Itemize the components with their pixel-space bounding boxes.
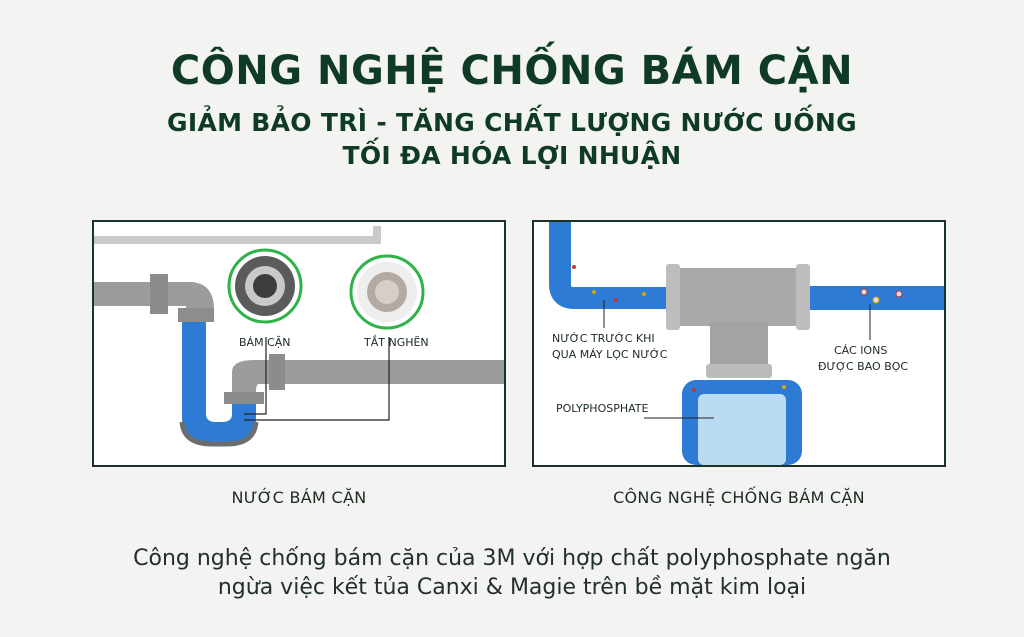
u-trap-water — [182, 322, 256, 444]
page-subtitle-line2: TỐI ĐA HÓA LỢI NHUẬN — [342, 141, 682, 170]
anti-scale-pipe-illustration: NƯỚC TRƯỚC KHI QUA MÁY LỌC NƯỚC CÁC IONS… — [549, 222, 944, 465]
ions-label-line1: CÁC IONS — [834, 344, 887, 357]
polyphosphate-media — [698, 394, 786, 465]
inlet-pipe — [94, 282, 194, 306]
water-before-label-line1: NƯỚC TRƯỚC KHI — [552, 332, 655, 345]
blue-pipe-inlet — [549, 222, 674, 309]
description-line1: Công nghệ chống bám cặn của 3M với hợp c… — [133, 546, 891, 571]
scale-label: BÁM CẶN — [239, 336, 291, 349]
clog-label: TẮT NGHẼN — [363, 335, 429, 349]
left-panel-caption: NƯỚC BÁM CẶN — [231, 488, 367, 507]
clog-ring — [349, 254, 425, 330]
water-before-label-line2: QUA MÁY LỌC NƯỚC — [552, 348, 668, 361]
page-title: CÔNG NGHỆ CHỐNG BÁM CẶN — [170, 48, 854, 94]
scaling-water-diagram: BÁM CẶN TẮT NGHẼN — [92, 220, 506, 467]
right-panel-caption: CÔNG NGHỆ CHỐNG BÁM CẶN — [613, 488, 865, 507]
description-line2: ngừa việc kết tủa Canxi & Magie trên bề … — [217, 575, 807, 600]
ions-label-line2: ĐƯỢC BAO BỌC — [818, 360, 908, 373]
thin-pipe — [94, 226, 381, 244]
t-fitting — [668, 268, 808, 326]
scale-ring — [227, 248, 303, 324]
outlet-pipe — [232, 360, 504, 392]
page-subtitle-line1: GIẢM BẢO TRÌ - TĂNG CHẤT LƯỢNG NƯỚC UỐNG — [167, 108, 857, 137]
scaling-pipe-illustration: BÁM CẶN TẮT NGHẼN — [94, 226, 504, 447]
anti-scale-diagram: NƯỚC TRƯỚC KHI QUA MÁY LỌC NƯỚC CÁC IONS… — [532, 220, 946, 467]
polyphosphate-label: POLYPHOSPHATE — [556, 402, 649, 415]
